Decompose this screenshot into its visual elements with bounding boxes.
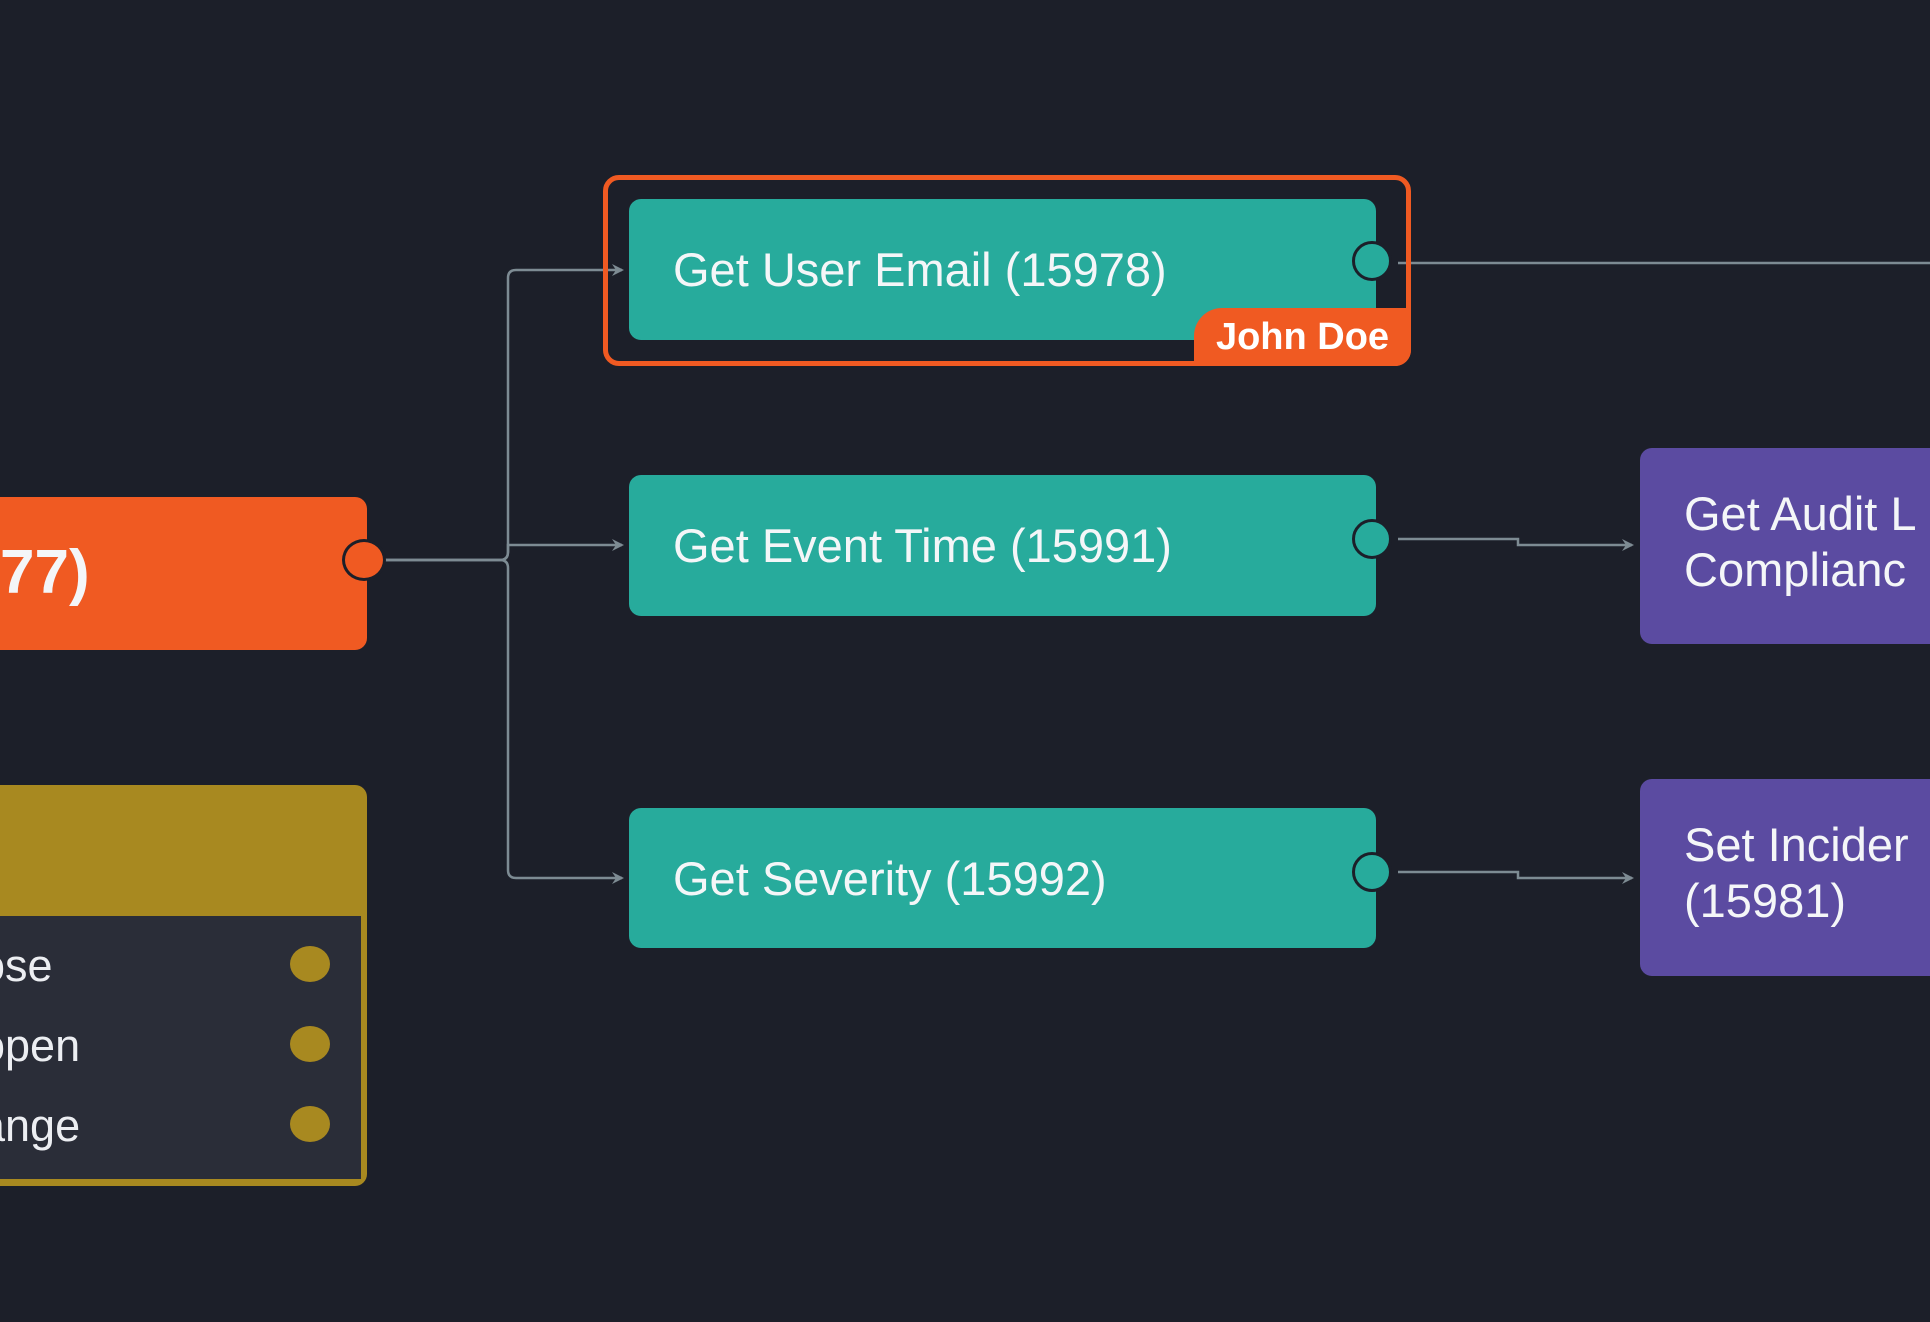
edge-trigger-time — [385, 539, 624, 562]
get-audit-label-line1: Get Audit L — [1684, 487, 1917, 540]
edge-severity-incident — [1398, 870, 1634, 884]
branch-port[interactable] — [290, 946, 330, 982]
set-incident-node[interactable]: Set Incider (15981) — [1640, 779, 1930, 976]
trigger-node[interactable]: 77) — [0, 497, 367, 650]
collaborator-badge: John Doe — [1194, 308, 1411, 366]
get-event-time-label: Get Event Time (15991) — [673, 519, 1172, 572]
branch-row: ange — [0, 1100, 81, 1151]
trigger-node-label: 77) — [0, 538, 90, 607]
branch-node-body: ose open ange — [0, 916, 361, 1179]
branch-row: open — [0, 1020, 81, 1071]
get-user-email-output-port[interactable] — [1352, 241, 1392, 281]
edge-time-audit — [1398, 537, 1634, 551]
set-incident-label-line1: Set Incider — [1684, 818, 1909, 871]
branch-row: ose — [0, 940, 53, 991]
branch-port[interactable] — [290, 1026, 330, 1062]
get-audit-node[interactable]: Get Audit L Complianc — [1640, 448, 1930, 644]
get-event-time-output-port[interactable] — [1352, 519, 1392, 559]
get-severity-output-port[interactable] — [1352, 852, 1392, 892]
get-severity-node[interactable]: Get Severity (15992) — [629, 808, 1376, 948]
set-incident-label-line2: (15981) — [1684, 874, 1846, 927]
edge-trigger-email — [385, 264, 624, 562]
branch-node[interactable]: ose open ange — [0, 785, 367, 1186]
trigger-output-port[interactable] — [342, 539, 386, 581]
get-user-email-label: Get User Email (15978) — [673, 243, 1167, 296]
edge-trigger-severity — [385, 558, 624, 884]
get-severity-label: Get Severity (15992) — [673, 851, 1107, 905]
get-event-time-node[interactable]: Get Event Time (15991) — [629, 475, 1376, 616]
branch-port[interactable] — [290, 1106, 330, 1142]
get-audit-label-line2: Complianc — [1684, 543, 1907, 596]
selection-outline — [603, 175, 1411, 366]
